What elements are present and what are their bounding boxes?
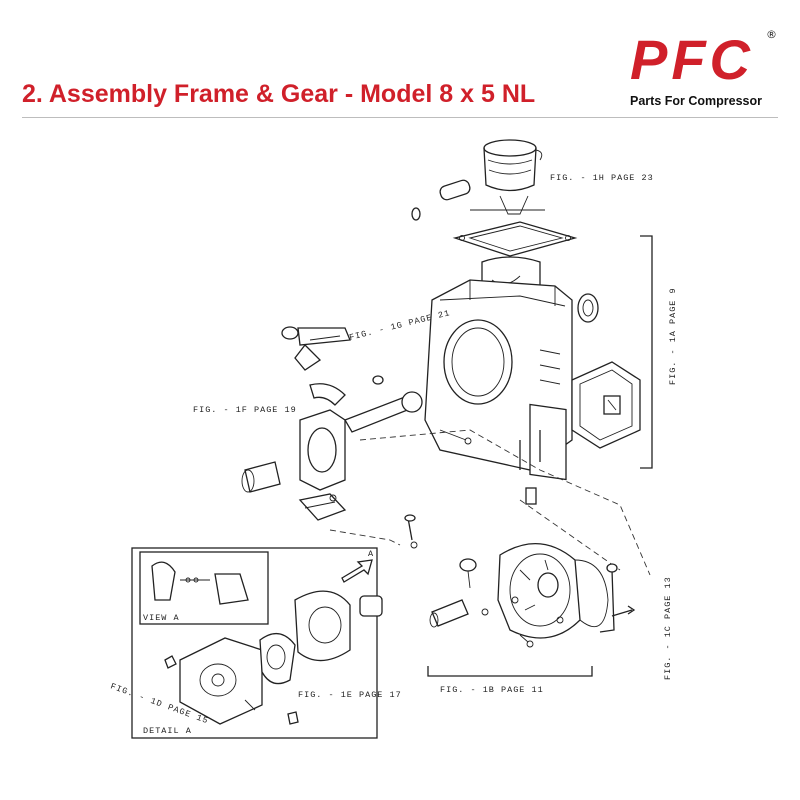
label-fig-1c: FIG. - 1C PAGE 13 (663, 576, 673, 680)
arrow-a-indicator (341, 559, 373, 583)
mount-bolt (404, 514, 418, 549)
guide-line (329, 529, 401, 546)
page-title: 2. Assembly Frame & Gear - Model 8 x 5 N… (22, 80, 536, 108)
pfc-logo: PFC ® Parts For Compressor (628, 28, 778, 112)
connecting-rod (281, 326, 384, 406)
view-a-parts (151, 561, 249, 605)
fig-1a-bracket (640, 235, 653, 469)
label-fig-1f: FIG. - 1F PAGE 19 (193, 405, 297, 415)
registered-mark: ® (766, 28, 777, 41)
side-cover (571, 361, 641, 449)
label-arrow-a: A (368, 549, 374, 559)
fig-1b-bracket (427, 666, 593, 677)
guide-line (359, 429, 651, 576)
logo-mark: PFC (630, 28, 754, 91)
logo-tagline: Parts For Compressor (630, 94, 762, 108)
label-fig-1a: FIG. - 1A PAGE 9 (668, 287, 678, 385)
label-view-a: VIEW A (143, 613, 180, 623)
header-divider (22, 117, 778, 118)
label-detail-a: DETAIL A (143, 726, 192, 736)
oil-line-part (599, 563, 636, 633)
crankcase-frame (424, 279, 599, 505)
detail-a-frame (131, 547, 378, 739)
label-fig-1h: FIG. - 1H PAGE 23 (550, 173, 654, 183)
label-fig-1e: FIG. - 1E PAGE 17 (298, 690, 402, 700)
gear-cover (429, 543, 609, 648)
crankshaft (241, 391, 472, 521)
guide-line (519, 499, 621, 571)
piston-assembly (411, 139, 578, 305)
pump-housing (164, 590, 383, 725)
label-fig-1b: FIG. - 1B PAGE 11 (440, 685, 544, 695)
